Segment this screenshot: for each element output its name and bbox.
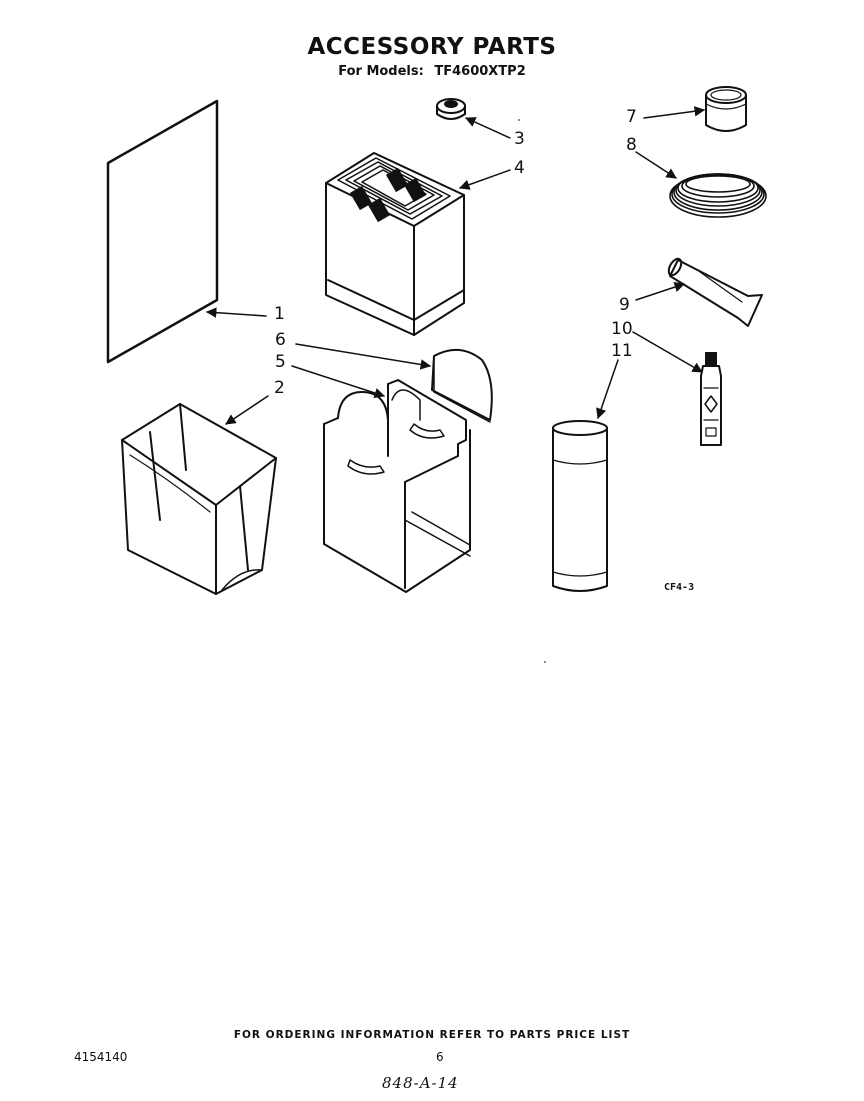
models-line: For Models: TF4600XTP2 <box>0 64 864 79</box>
part-9-tube <box>667 257 763 327</box>
part-5-bag-holder <box>323 379 471 593</box>
part-2-bag <box>121 403 277 595</box>
part-4-container <box>325 152 465 336</box>
callout-4: 4 <box>514 158 525 178</box>
leader-lines <box>205 106 706 425</box>
part-7-can <box>705 86 747 132</box>
page-number: 6 <box>436 1050 444 1064</box>
callout-6: 6 <box>275 330 286 350</box>
callout-7: 7 <box>626 107 637 127</box>
models-label: For Models: <box>338 64 424 79</box>
part-10-bottle <box>700 352 722 446</box>
ordering-note: FOR ORDERING INFORMATION REFER TO PARTS … <box>233 1029 631 1041</box>
callout-10: 10 <box>611 319 633 339</box>
callout-8: 8 <box>626 135 637 155</box>
callout-3: 3 <box>514 129 525 149</box>
callout-1: 1 <box>274 304 285 324</box>
document-number: 4154140 <box>74 1050 128 1064</box>
callout-11: 11 <box>611 341 633 361</box>
part-1-panel <box>106 99 219 364</box>
handwritten-reference: 848-A-14 <box>382 1074 459 1092</box>
model-number: TF4600XTP2 <box>434 64 526 79</box>
figure-code: CF4-3 <box>664 582 695 593</box>
part-11-aerosol-can <box>552 420 608 592</box>
callout-2: 2 <box>274 378 285 398</box>
callout-5: 5 <box>275 352 286 372</box>
part-8-coil <box>669 173 767 218</box>
callout-9: 9 <box>619 295 630 315</box>
page-title: ACCESSORY PARTS <box>307 34 557 60</box>
part-3-cap <box>436 98 466 120</box>
part-6-lid <box>431 349 493 423</box>
